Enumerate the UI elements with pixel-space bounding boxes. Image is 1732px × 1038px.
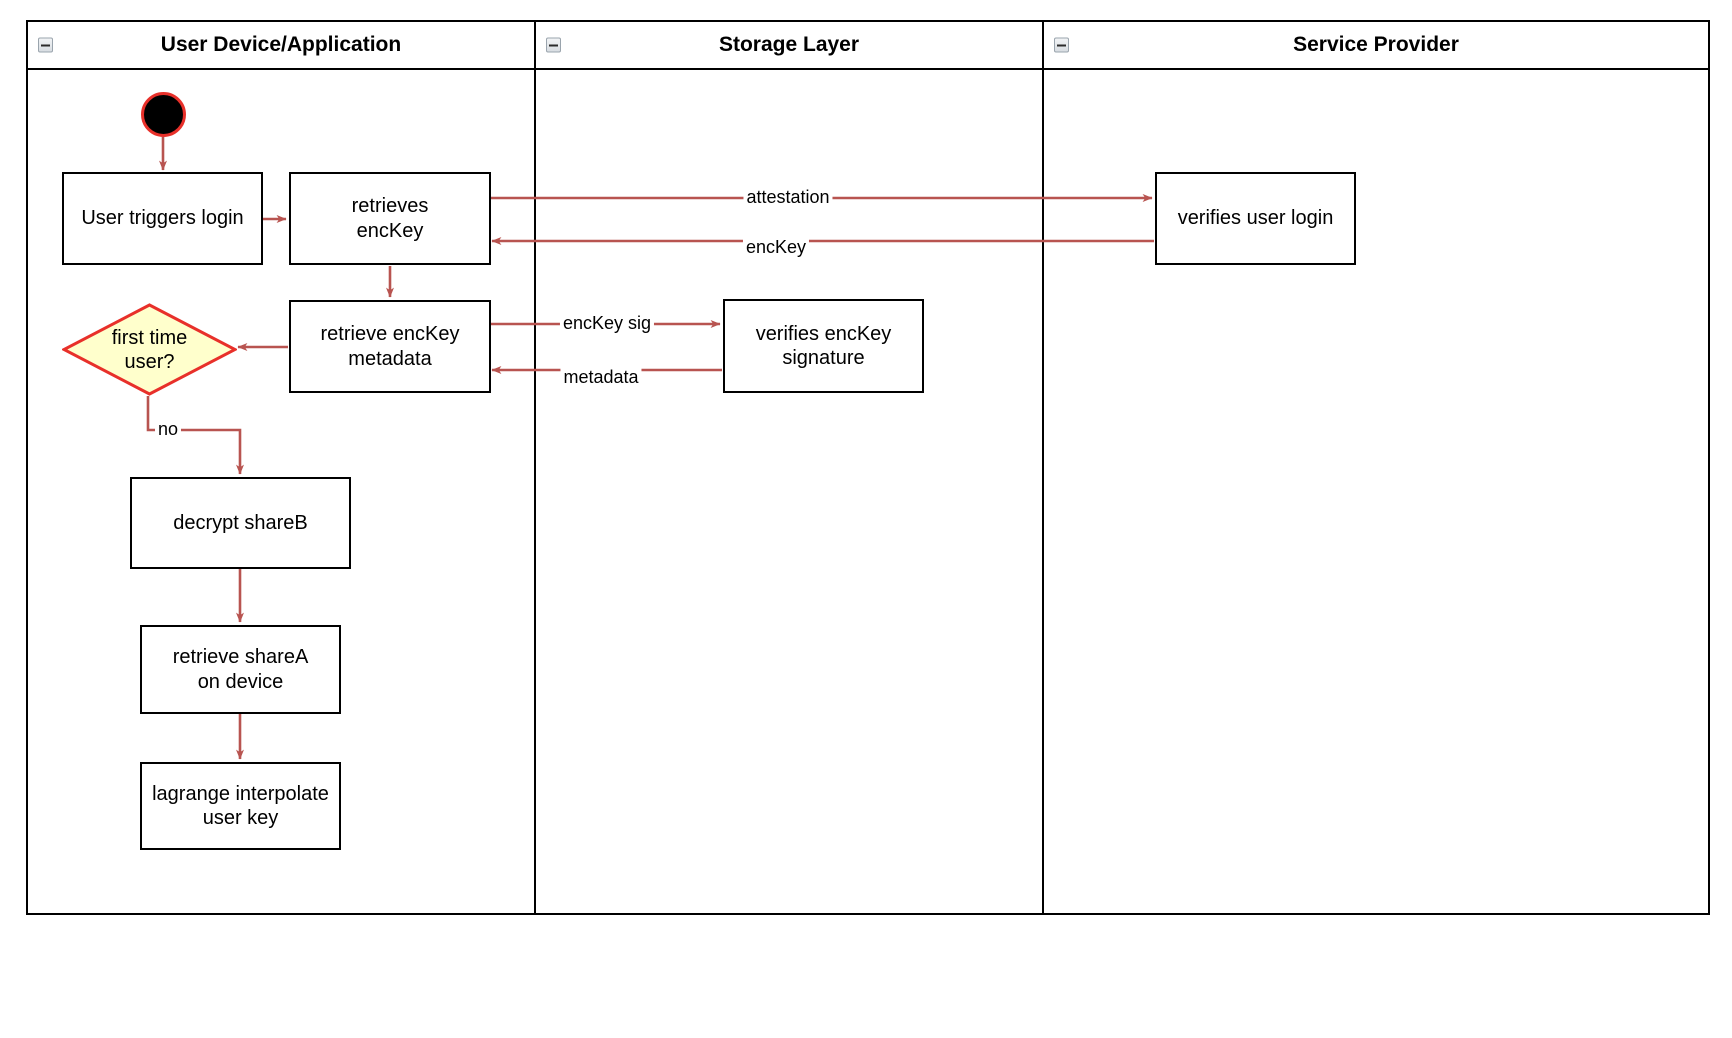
activity-verifies-enckey-signature[interactable]: verifies encKey signature xyxy=(723,299,924,393)
activity-retrieves-enckey[interactable]: retrieves encKey xyxy=(289,172,491,265)
edge-label-enckey: encKey xyxy=(742,237,810,258)
lane-header-service-provider[interactable]: Service Provider xyxy=(1042,22,1708,70)
activity-lagrange-interpolate-user-key[interactable]: lagrange interpolate user key xyxy=(140,762,341,850)
activity-label-line2: metadata xyxy=(348,347,432,370)
activity-label: User triggers login xyxy=(81,207,244,230)
activity-user-triggers-login[interactable]: User triggers login xyxy=(62,172,263,265)
decision-first-time-user[interactable]: first time user? xyxy=(62,303,237,396)
activity-label-line1: verifies encKey xyxy=(755,322,892,345)
lane-header-storage[interactable]: Storage Layer xyxy=(534,22,1042,70)
activity-label-line2: on device xyxy=(197,670,284,693)
edge-label-metadata: metadata xyxy=(560,367,642,388)
activity-label: decrypt shareB xyxy=(173,511,308,534)
lane-title-user-device: User Device/Application xyxy=(160,33,402,56)
activity-label-line1: retrieves xyxy=(351,195,429,218)
activity-label-line2: user key xyxy=(202,807,279,829)
activity-verifies-user-login[interactable]: verifies user login xyxy=(1155,172,1356,265)
lane-divider-2 xyxy=(1042,22,1044,913)
activity-label-line1: lagrange interpolate xyxy=(152,782,329,805)
activity-label-line2: signature xyxy=(782,347,865,369)
activity-retrieve-sharea-on-device[interactable]: retrieve shareA on device xyxy=(140,625,341,714)
lane-title-storage: Storage Layer xyxy=(718,33,860,56)
decision-shape xyxy=(62,303,237,396)
start-node[interactable] xyxy=(141,92,186,137)
activity-label-line1: retrieve encKey xyxy=(320,323,460,346)
activity-label-line2: encKey xyxy=(356,219,424,242)
collapse-minus-icon-user-device[interactable] xyxy=(38,37,53,53)
edge-label-no: no xyxy=(154,419,182,440)
lane-divider-1 xyxy=(534,22,536,913)
lane-title-service-provider: Service Provider xyxy=(1293,33,1459,56)
activity-label-line1: retrieve shareA xyxy=(172,646,309,669)
edge-label-enckey-sig: encKey sig xyxy=(559,313,655,334)
activity-decrypt-shareb[interactable]: decrypt shareB xyxy=(130,477,351,569)
lane-header-user-device[interactable]: User Device/Application xyxy=(28,22,534,70)
collapse-minus-icon-service-provider[interactable] xyxy=(1054,37,1069,53)
collapse-minus-icon-storage[interactable] xyxy=(546,37,561,53)
activity-label: verifies user login xyxy=(1177,207,1334,230)
activity-retrieve-enckey-metadata[interactable]: retrieve encKey metadata xyxy=(289,300,491,393)
edge-label-attestation: attestation xyxy=(743,187,833,208)
